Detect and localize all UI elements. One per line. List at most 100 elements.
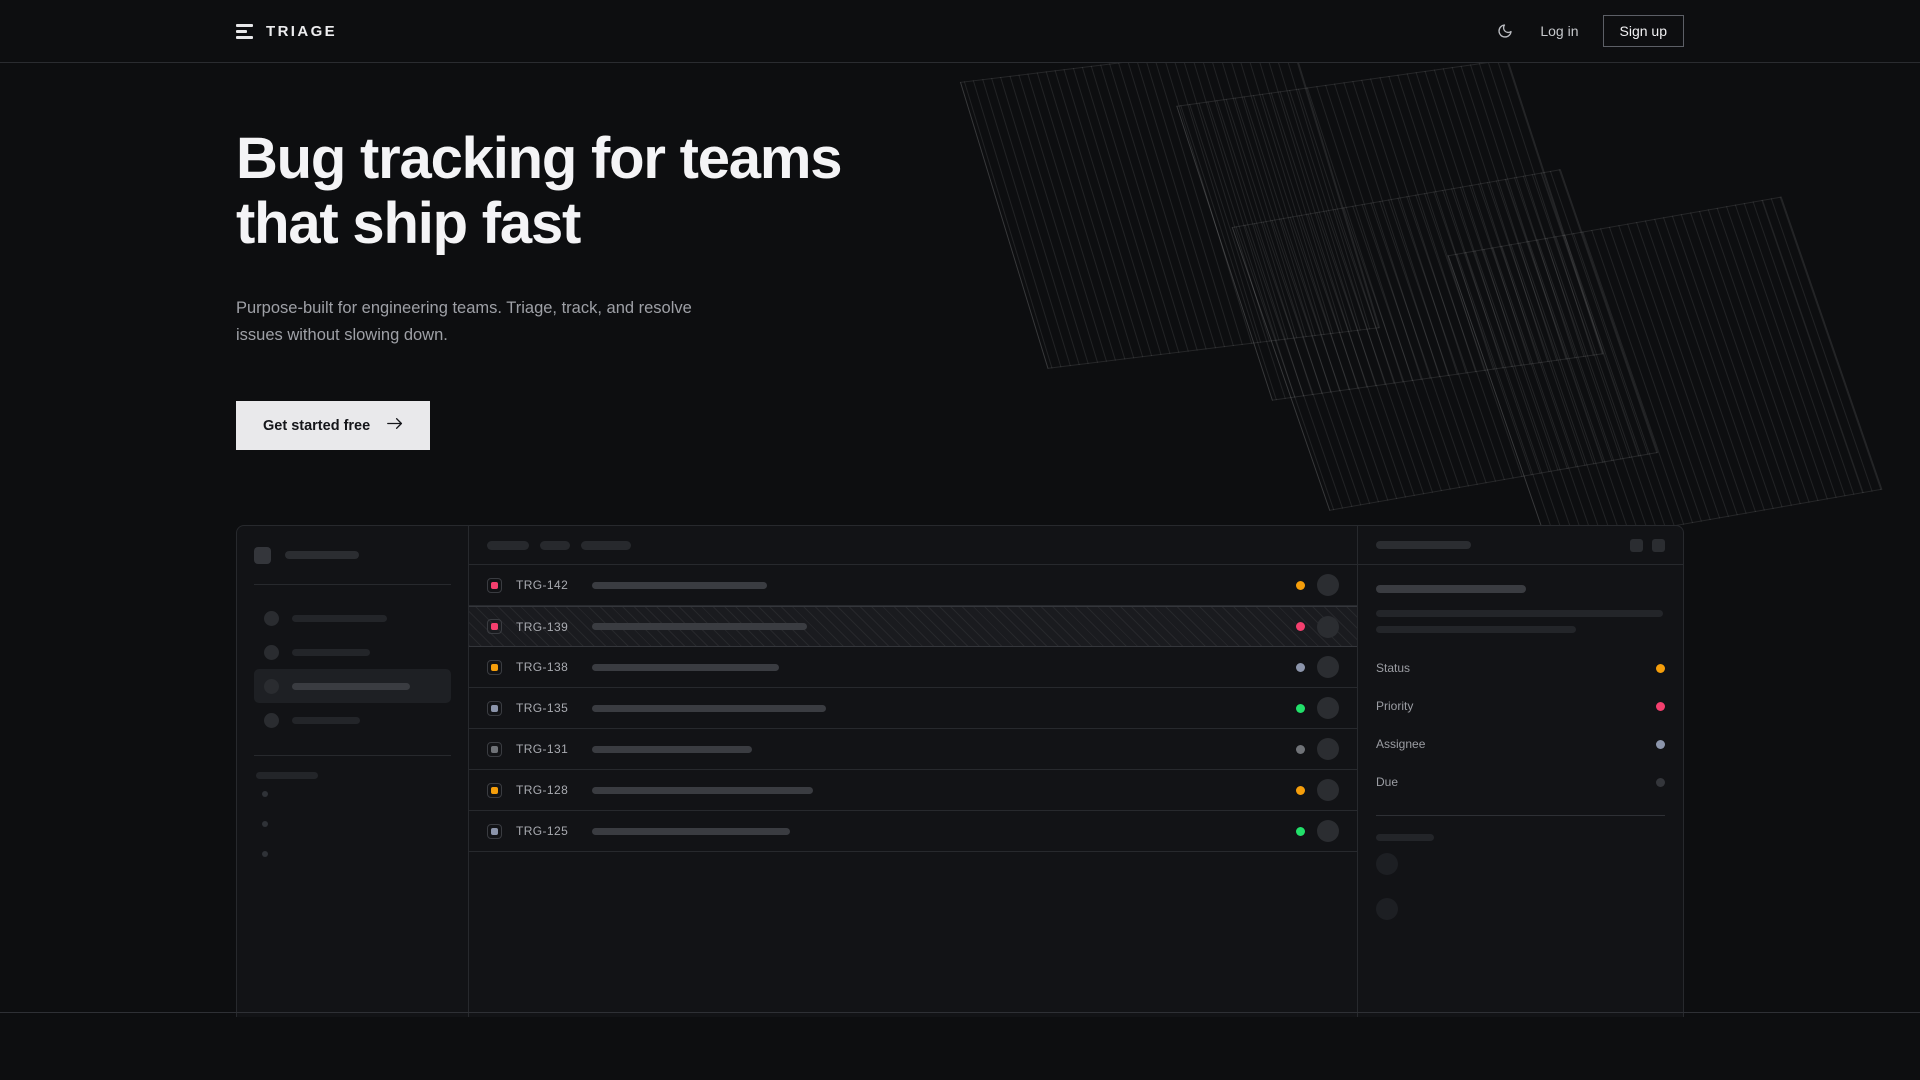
issue-title-skeleton	[592, 581, 767, 589]
moon-icon[interactable]	[1494, 20, 1516, 42]
issue-row[interactable]: TRG-135	[469, 688, 1357, 730]
issue-type-chip	[487, 577, 502, 593]
issue-title-skeleton	[592, 623, 807, 631]
issue-status-dot	[1296, 662, 1305, 672]
detail-field-label: Assignee	[1376, 737, 1426, 752]
detail-field-value-dot	[1656, 739, 1665, 749]
cta-label: Get started free	[263, 417, 371, 434]
mock-sidebar-item-2[interactable]	[254, 669, 451, 704]
toolbar-control-1[interactable]	[540, 540, 570, 550]
issue-row[interactable]: TRG-139	[469, 606, 1357, 648]
issue-type-chip	[487, 700, 502, 716]
issue-id: TRG-138	[516, 660, 569, 675]
issue-row[interactable]: TRG-128	[469, 770, 1357, 812]
issue-assignee-avatar	[1317, 615, 1339, 638]
brand-name: TRIAGE	[266, 22, 338, 40]
detail-field-priority[interactable]: Priority	[1376, 687, 1665, 725]
issue-row[interactable]: TRG-142	[469, 565, 1357, 607]
detail-divider	[1376, 815, 1665, 817]
sidebar-item-icon	[264, 610, 279, 626]
workspace-avatar	[254, 546, 271, 564]
project-dot-icon	[262, 851, 268, 858]
issue-id: TRG-139	[516, 619, 569, 634]
issue-id: TRG-142	[516, 578, 569, 593]
issue-title-skeleton	[592, 827, 790, 835]
hero-heading: Bug tracking for teams that ship fast	[236, 126, 842, 256]
issue-row[interactable]: TRG-131	[469, 729, 1357, 771]
mock-project-item-0[interactable]	[254, 779, 451, 809]
detail-field-label: Due	[1376, 775, 1399, 790]
mock-project-item-1[interactable]	[254, 809, 451, 839]
mock-list-toolbar	[469, 526, 1357, 566]
get-started-button[interactable]: Get started free	[236, 401, 431, 451]
mock-project-item-2[interactable]	[254, 839, 451, 869]
mock-workspace-switcher[interactable]	[254, 544, 451, 566]
sidebar-item-label-skeleton	[292, 682, 410, 690]
mock-sidebar-item-0[interactable]	[254, 601, 451, 635]
issue-title-skeleton	[592, 786, 813, 794]
issue-status-dot	[1296, 826, 1305, 836]
comment-item-0	[1376, 841, 1665, 886]
signup-button[interactable]: Sign up	[1602, 15, 1684, 47]
detail-field-label: Priority	[1376, 699, 1414, 714]
mock-sidebar-item-1[interactable]	[254, 635, 451, 669]
detail-field-label: Status	[1376, 661, 1411, 676]
hero-section: Bug tracking for teams that ship fast Pu…	[0, 126, 1920, 451]
brand-logo[interactable]: TRIAGE	[236, 23, 337, 40]
sidebar-section-label	[256, 772, 318, 780]
issue-assignee-avatar	[1317, 820, 1339, 843]
detail-panel-header	[1358, 526, 1683, 566]
mock-sidebar	[237, 526, 469, 1018]
detail-action-button-1[interactable]	[1630, 538, 1643, 552]
issue-row[interactable]: TRG-138	[469, 647, 1357, 689]
issue-type-chip	[487, 782, 502, 798]
workspace-name-skeleton	[285, 551, 359, 560]
issue-title-skeleton	[592, 745, 752, 753]
comments-section-label	[1376, 834, 1434, 842]
detail-field-value-dot	[1656, 777, 1665, 787]
login-link[interactable]: Log in	[1540, 23, 1579, 39]
arrow-right-icon	[387, 417, 403, 434]
issue-status-dot	[1296, 622, 1305, 632]
detail-action-button-2[interactable]	[1652, 538, 1665, 552]
issue-assignee-avatar	[1317, 574, 1339, 597]
detail-issue-title	[1376, 585, 1526, 594]
issue-assignee-avatar	[1317, 738, 1339, 761]
sidebar-item-label-skeleton	[292, 614, 387, 622]
sidebar-item-icon	[264, 678, 279, 694]
project-dot-icon	[262, 821, 268, 828]
page-footer-divider	[0, 1012, 1920, 1013]
issue-status-dot	[1296, 703, 1305, 713]
hero-subheading: Purpose-built for engineering teams. Tri…	[236, 298, 692, 345]
toolbar-control-2[interactable]	[581, 540, 631, 550]
detail-field-due[interactable]: Due	[1376, 763, 1665, 801]
mock-sidebar-item-3[interactable]	[254, 703, 451, 737]
issue-title-skeleton	[592, 663, 779, 671]
detail-body-line-2	[1376, 626, 1576, 634]
sidebar-item-label-skeleton	[292, 648, 370, 656]
issue-id: TRG-131	[516, 742, 569, 757]
detail-field-assignee[interactable]: Assignee	[1376, 725, 1665, 763]
sidebar-divider-bottom	[254, 755, 451, 757]
issue-type-chip	[487, 659, 502, 675]
sidebar-item-icon	[264, 644, 279, 660]
issue-title-skeleton	[592, 704, 826, 712]
issue-assignee-avatar	[1317, 697, 1339, 720]
detail-field-value-dot	[1656, 701, 1665, 711]
comment-avatar	[1376, 897, 1398, 920]
sidebar-item-label-skeleton	[292, 716, 360, 724]
toolbar-control-0[interactable]	[487, 540, 529, 550]
issue-status-dot	[1296, 744, 1305, 754]
issue-type-chip	[487, 619, 502, 635]
issue-row[interactable]: TRG-125	[469, 811, 1357, 853]
sidebar-item-icon	[264, 712, 279, 728]
detail-field-value-dot	[1656, 663, 1665, 673]
issue-type-chip	[487, 823, 502, 839]
issue-id: TRG-135	[516, 701, 569, 716]
detail-field-status[interactable]: Status	[1376, 649, 1665, 687]
